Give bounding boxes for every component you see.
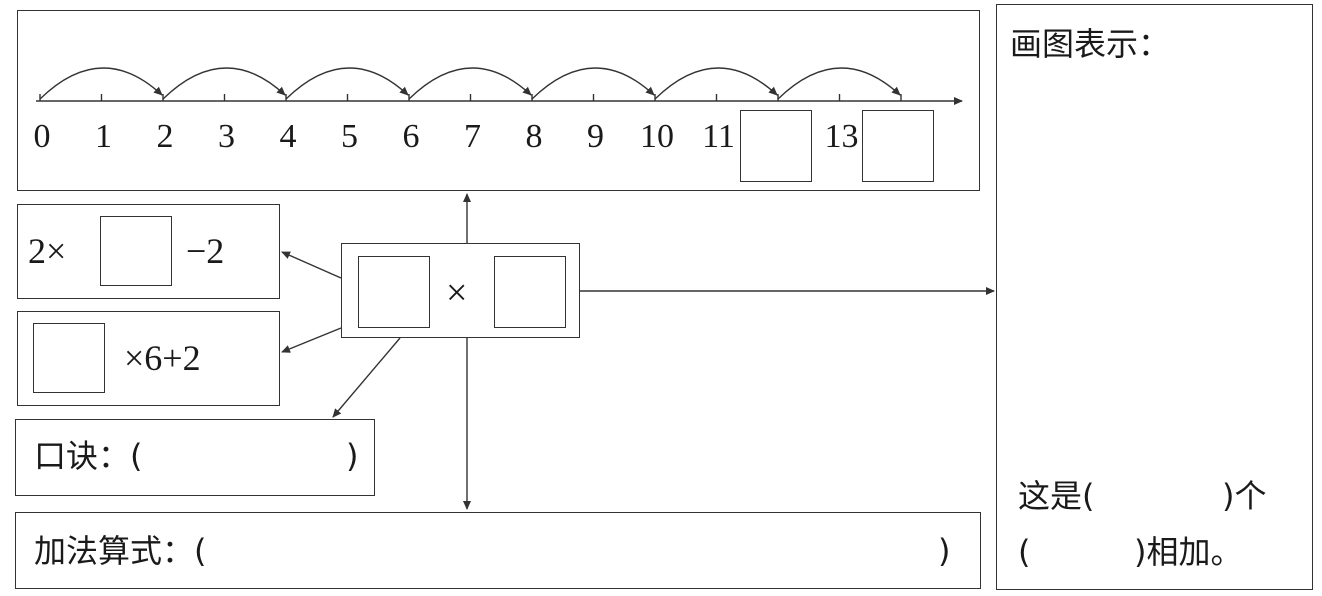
tick-label: 5 xyxy=(341,118,358,155)
tick-label: 3 xyxy=(218,118,235,155)
koujue-box xyxy=(15,419,375,496)
drawing-line2-a: ( xyxy=(1018,533,1031,571)
drawing-line1-b: )个 xyxy=(1222,477,1267,515)
number-line-panel xyxy=(17,10,980,191)
tick-label: 13 xyxy=(824,118,859,155)
tick-label: 10 xyxy=(640,118,674,155)
tick-label: 7 xyxy=(464,118,481,155)
tick-label: 9 xyxy=(587,118,604,155)
tick-label: 6 xyxy=(402,118,420,155)
arrow-to-koujue xyxy=(332,337,401,418)
arrow-to-expr1 xyxy=(281,251,342,279)
koujue-label: 口诀：( xyxy=(34,437,143,475)
center-operator: × xyxy=(446,272,468,314)
tick-label: 1 xyxy=(95,118,112,155)
expr2-suffix: ×6+2 xyxy=(124,338,201,378)
drawing-line1-a: 这是( xyxy=(1018,477,1095,515)
tick-label: 4 xyxy=(279,118,297,155)
drawing-panel xyxy=(996,4,1313,590)
expr1-suffix: −2 xyxy=(186,231,225,271)
tick-label: 8 xyxy=(525,118,543,155)
center-factor-blank-2[interactable] xyxy=(494,256,566,328)
addition-box xyxy=(15,512,981,589)
expr1-prefix: 2× xyxy=(28,231,67,271)
koujue-close: ) xyxy=(346,437,359,475)
tick-label: 0 xyxy=(33,118,51,155)
number-line-blank-12[interactable] xyxy=(740,110,812,182)
drawing-line2-b: )相加。 xyxy=(1134,533,1243,571)
center-factor-blank-1[interactable] xyxy=(358,256,430,328)
addition-label: 加法算式：( xyxy=(34,532,207,570)
arrow-to-expr2 xyxy=(281,327,342,353)
drawing-title: 画图表示： xyxy=(1010,25,1171,63)
expr2-blank[interactable] xyxy=(33,323,105,393)
addition-close: ) xyxy=(938,532,951,570)
tick-label: 11 xyxy=(702,118,735,155)
number-line-blank-14[interactable] xyxy=(862,110,934,182)
expr1-blank[interactable] xyxy=(100,216,172,286)
tick-label: 2 xyxy=(156,118,174,155)
